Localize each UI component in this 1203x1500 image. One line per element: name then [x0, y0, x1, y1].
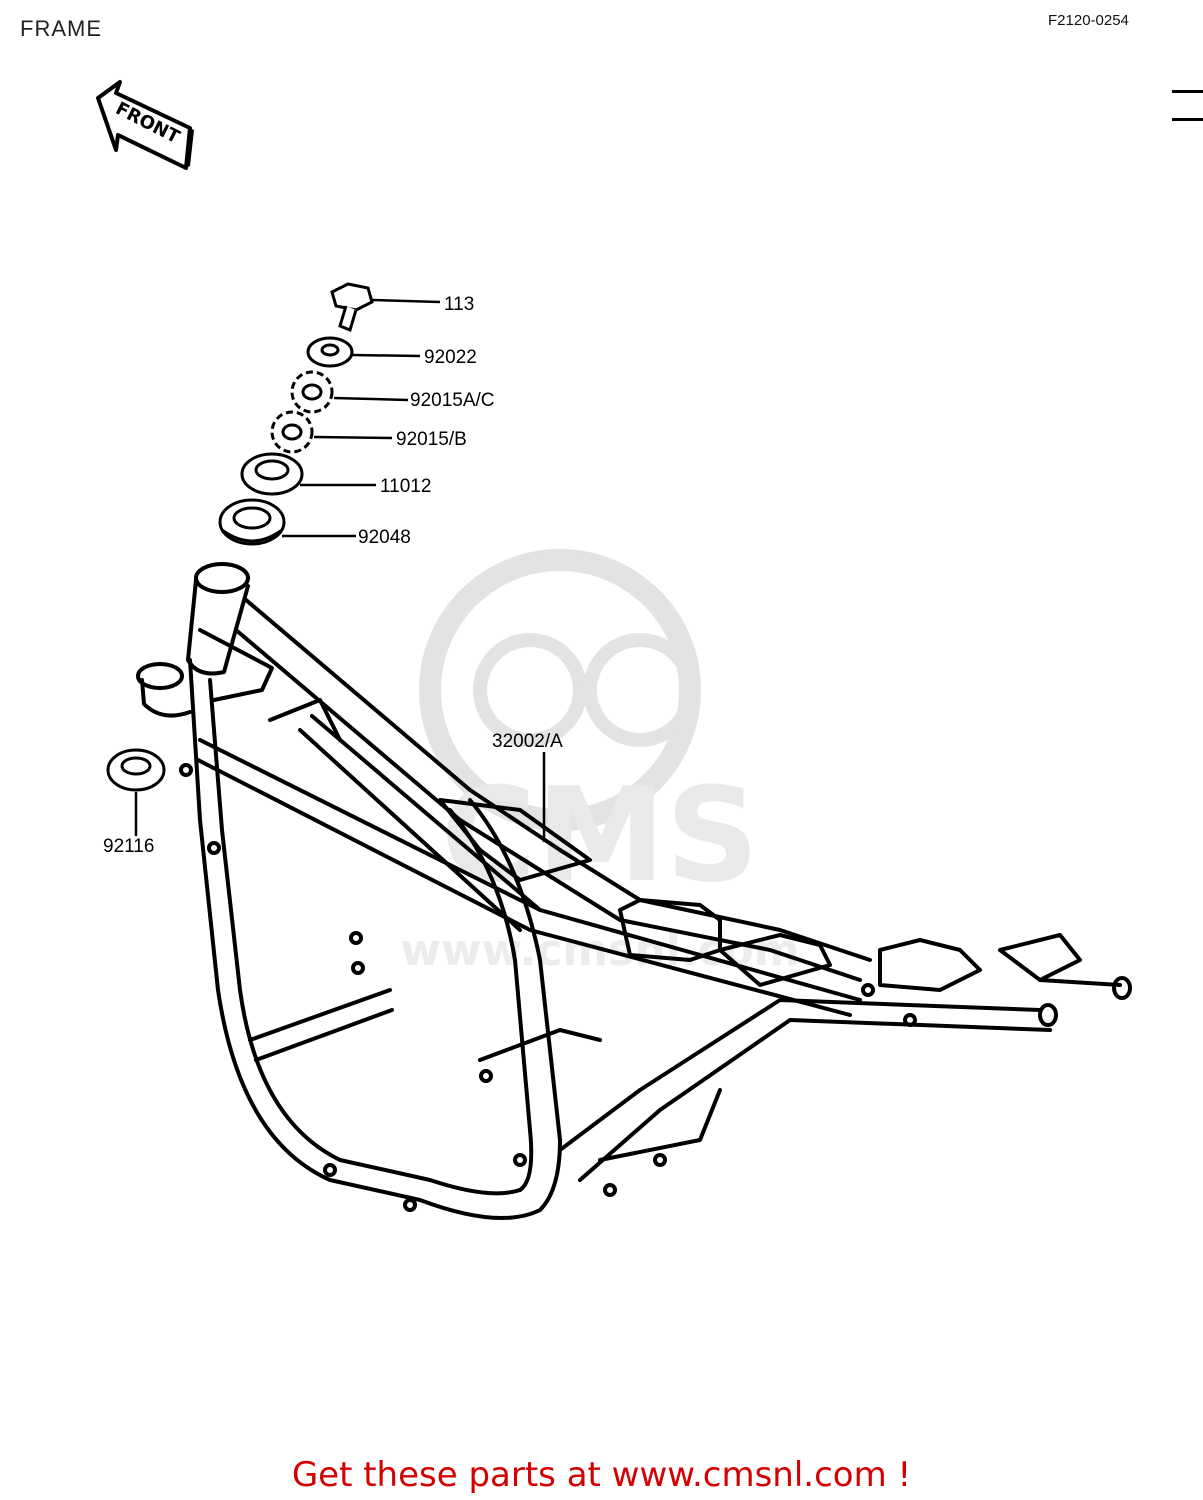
front-arrow-icon: FRONT — [96, 80, 194, 170]
watermark — [419, 549, 701, 831]
edge-mark — [1172, 90, 1203, 93]
edge-mark — [1172, 118, 1203, 121]
lock-nut-icon — [290, 370, 334, 414]
lower-bearing-icon — [106, 748, 166, 792]
callout-92116: 92116 — [103, 836, 154, 857]
bearing-cover-icon — [240, 452, 304, 496]
page-title: FRAME — [20, 16, 102, 41]
watermark-logo-text: CMS — [441, 759, 759, 911]
callout-11012: 11012 — [380, 476, 431, 497]
callout-92048: 92048 — [358, 527, 411, 548]
callout-113: 113 — [444, 294, 474, 315]
bolt-icon — [330, 282, 374, 333]
ball-bearing-icon — [218, 498, 286, 546]
washer-icon — [306, 336, 354, 368]
leader-lines — [134, 298, 546, 842]
frame-diagram: CMS www.cmsnl.com FRONT — [96, 80, 1132, 1220]
callout-92015a-c: 92015A/C — [410, 390, 495, 411]
callout-92015-b: 92015/B — [396, 429, 467, 450]
diagram-code: F2120-0254 — [1048, 12, 1129, 29]
stem-nut-icon — [270, 410, 314, 454]
callout-92022: 92022 — [424, 347, 477, 368]
callout-32002-a: 32002/A — [492, 731, 563, 752]
motorcycle-frame — [136, 562, 1132, 1220]
footer-link[interactable]: Get these parts at www.cmsnl.com ! — [291, 1455, 912, 1495]
